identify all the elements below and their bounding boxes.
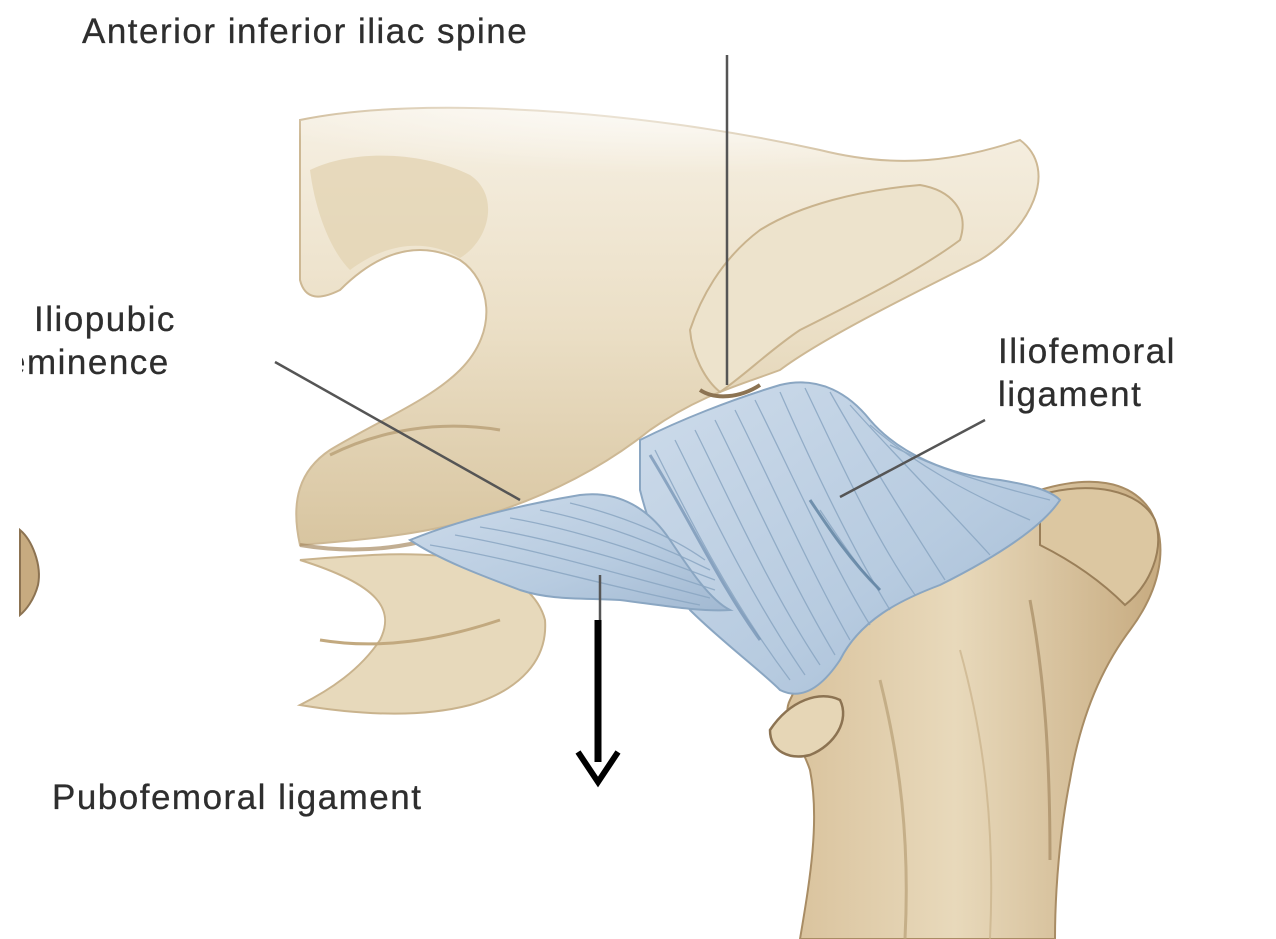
pubofemoral-arrow xyxy=(578,620,618,782)
label-iliofemoral-ligament-line1: Iliofemoral xyxy=(998,330,1176,374)
label-pubofemoral-ligament: Pubofemoral ligament xyxy=(52,776,422,820)
label-iliopubic-eminence-line1: Iliopubic xyxy=(34,298,176,342)
label-anterior-inferior-iliac-spine: Anterior inferior iliac spine xyxy=(82,10,528,54)
label-iliofemoral-ligament-line2: ligament xyxy=(998,373,1142,417)
pubic-symphysis-fragment xyxy=(20,530,39,615)
label-iliopubic-eminence-line2: eminence xyxy=(22,341,262,385)
